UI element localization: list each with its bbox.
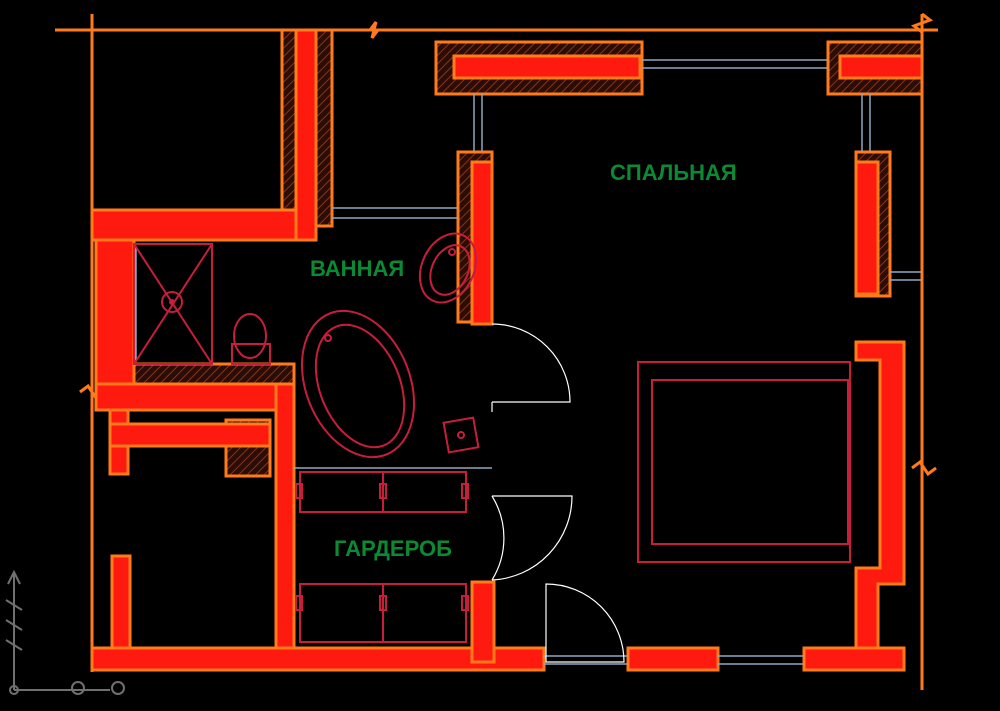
bed <box>637 361 851 563</box>
outline-lines <box>55 14 938 690</box>
wardrobe-cabinets <box>295 471 469 643</box>
bathroom-fixtures <box>133 232 480 459</box>
windows <box>135 59 922 665</box>
room-label-bathroom: ВАННАЯ <box>310 256 404 281</box>
doors <box>491 323 625 663</box>
room-label-bedroom: СПАЛЬНАЯ <box>610 160 737 185</box>
ucs-icon <box>5 569 125 695</box>
walls <box>90 28 924 672</box>
room-label-wardrobe: ГАРДЕРОБ <box>334 536 452 561</box>
